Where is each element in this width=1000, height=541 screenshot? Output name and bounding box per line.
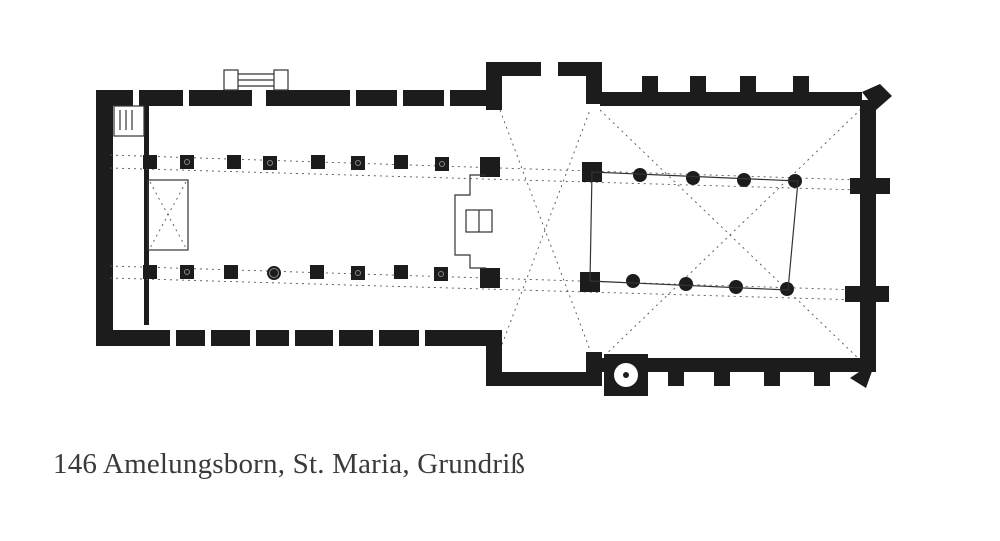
square-pier bbox=[143, 155, 157, 169]
north-porch bbox=[223, 69, 289, 91]
nave-windows bbox=[133, 90, 450, 346]
pier-ring bbox=[355, 270, 361, 276]
pier-ring bbox=[184, 159, 190, 165]
round-pier bbox=[633, 168, 647, 182]
pier-ring bbox=[355, 160, 361, 166]
square-pier bbox=[394, 155, 408, 169]
west-gallery bbox=[147, 179, 189, 251]
square-pier bbox=[480, 268, 500, 288]
arcade-lines bbox=[109, 109, 861, 361]
square-pier bbox=[394, 265, 408, 279]
square-pier bbox=[480, 157, 500, 177]
pier-ring bbox=[439, 161, 445, 167]
square-pier bbox=[143, 265, 157, 279]
square-pier bbox=[227, 155, 241, 169]
round-pier bbox=[437, 159, 447, 169]
round-pier bbox=[436, 269, 446, 279]
round-pier bbox=[737, 173, 751, 187]
choir-buttresses bbox=[642, 76, 890, 386]
choir-screen bbox=[589, 171, 799, 291]
round-pier bbox=[686, 171, 700, 185]
nave-walls bbox=[96, 90, 488, 346]
piers bbox=[143, 155, 802, 296]
figure-caption: 146 Amelungsborn, St. Maria, Grundriß bbox=[53, 448, 526, 480]
round-pier bbox=[353, 158, 363, 168]
west-stair bbox=[113, 105, 145, 137]
round-pier bbox=[780, 282, 794, 296]
round-pier bbox=[182, 157, 192, 167]
pier-ring bbox=[184, 269, 190, 275]
round-pier bbox=[265, 158, 275, 168]
round-pier bbox=[679, 277, 693, 291]
pier-ring bbox=[269, 268, 279, 278]
square-pier bbox=[580, 272, 600, 292]
square-pier bbox=[311, 155, 325, 169]
round-pier bbox=[626, 274, 640, 288]
round-pier bbox=[353, 268, 363, 278]
round-pier bbox=[182, 267, 192, 277]
square-pier bbox=[224, 265, 238, 279]
pier-ring bbox=[438, 271, 444, 277]
stair-tower bbox=[604, 354, 648, 396]
pier-ring bbox=[267, 160, 273, 166]
square-pier bbox=[310, 265, 324, 279]
round-pier bbox=[729, 280, 743, 294]
altar bbox=[454, 174, 493, 269]
